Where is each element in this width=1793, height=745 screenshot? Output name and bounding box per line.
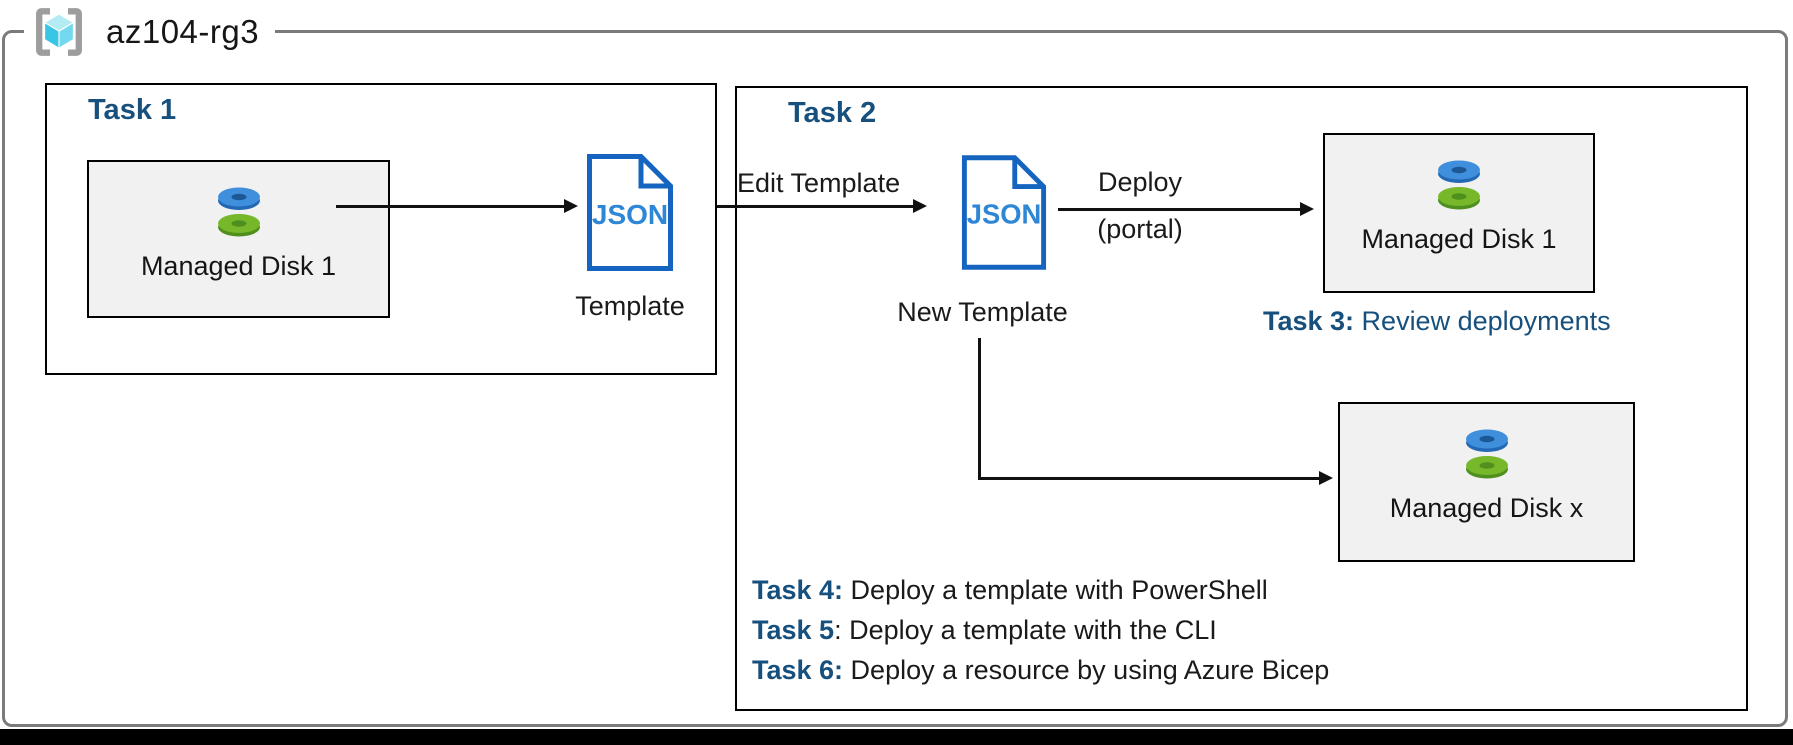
managed-disk-1-label: Managed Disk 1 <box>140 251 337 281</box>
new-template-label: New Template <box>897 297 1068 327</box>
arrow-disk-to-template <box>336 205 566 208</box>
task5-line: Task 5: Deploy a template with the CLI <box>752 610 1329 650</box>
managed-disk-1-box: Managed Disk 1 <box>87 160 390 318</box>
json-file-icon: JSON <box>585 152 675 278</box>
managed-disk-x-box: Managed Disk x <box>1338 402 1635 562</box>
arrow-deploy <box>1058 208 1302 211</box>
task3-caption: Task 3: Review deployments <box>1263 306 1611 337</box>
elbow-horizontal <box>978 477 1320 480</box>
bottom-black-strip <box>0 729 1793 745</box>
task1-title: Task 1 <box>88 94 177 126</box>
task4-text: Deploy a template with PowerShell <box>843 575 1268 605</box>
edit-template-label: Edit Template <box>737 168 901 198</box>
template-label: Template <box>575 291 685 321</box>
task3-prefix: Task 3: <box>1263 306 1355 336</box>
arrowhead-new-template-to-diskx <box>1319 471 1333 485</box>
managed-disk-x-label: Managed Disk x <box>1389 493 1584 523</box>
task5-text: : Deploy a template with the CLI <box>834 615 1217 645</box>
task2-title: Task 2 <box>788 97 877 129</box>
arrow-edit-template <box>717 205 914 208</box>
resource-group-header: az104-rg3 <box>24 2 276 62</box>
resource-group-icon <box>30 5 88 59</box>
task-list: Task 4: Deploy a template with PowerShel… <box>752 570 1329 690</box>
deploy-label: Deploy <box>1097 167 1183 197</box>
arrowhead-edit-template <box>913 199 927 213</box>
task6-line: Task 6: Deploy a resource by using Azure… <box>752 650 1329 690</box>
task5-prefix: Task 5 <box>752 615 835 645</box>
managed-disk-icon <box>1463 426 1511 485</box>
json-file-icon: JSON <box>960 152 1048 278</box>
task4-prefix: Task 4: <box>752 575 844 605</box>
resource-group-boundary <box>2 30 1788 727</box>
task6-text: Deploy a resource by using Azure Bicep <box>843 655 1330 685</box>
elbow-vertical <box>978 338 981 480</box>
json-icon-text: JSON <box>592 199 668 230</box>
json-icon-text: JSON <box>967 199 1042 230</box>
task4-line: Task 4: Deploy a template with PowerShel… <box>752 570 1329 610</box>
portal-label: (portal) <box>1097 214 1183 244</box>
arrowhead-disk-to-template <box>564 199 578 213</box>
task6-prefix: Task 6: <box>752 655 844 685</box>
managed-disk-1-deployed-label: Managed Disk 1 <box>1361 224 1557 254</box>
managed-disk-1-deployed-box: Managed Disk 1 <box>1323 133 1595 293</box>
managed-disk-icon <box>215 184 263 243</box>
arrowhead-deploy <box>1300 202 1314 216</box>
managed-disk-icon <box>1435 157 1483 216</box>
task3-text: Review deployments <box>1354 306 1611 336</box>
resource-group-name: az104-rg3 <box>106 13 260 50</box>
